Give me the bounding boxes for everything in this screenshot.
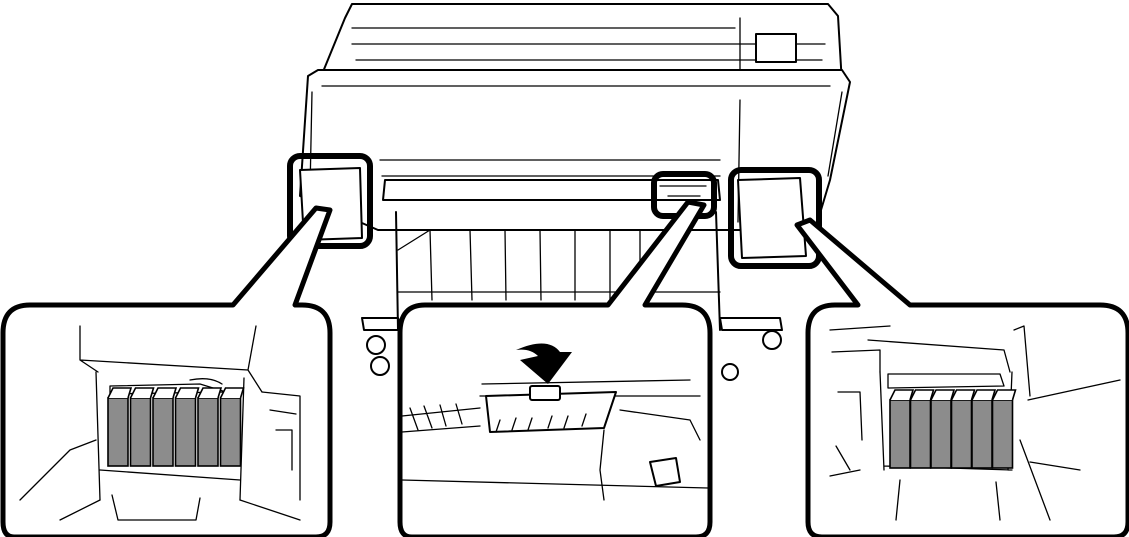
ink-cartridge <box>909 399 932 469</box>
ink-cartridge-top <box>107 387 133 399</box>
callout-right <box>794 217 1129 537</box>
latch-button <box>529 385 561 401</box>
ink-cartridge-top <box>950 389 976 401</box>
highlight-box-left <box>287 153 373 249</box>
ink-cartridge-top <box>889 389 915 401</box>
press-down-arrow <box>516 343 572 384</box>
ink-cartridge-top <box>991 389 1017 401</box>
ink-cartridge-top <box>930 389 956 401</box>
callout-left <box>0 205 333 537</box>
ink-cartridge <box>930 399 952 469</box>
ink-cartridge <box>219 397 242 467</box>
ink-cartridges-right <box>889 389 1017 469</box>
ink-cartridge <box>197 397 219 467</box>
control-panel-screen <box>755 33 797 63</box>
ink-cartridge-top <box>129 387 155 399</box>
ink-cartridge-top <box>152 387 178 399</box>
ink-cartridge <box>971 399 993 469</box>
ink-cartridge <box>129 397 152 467</box>
output-guide <box>382 179 721 201</box>
ink-cartridge-top <box>219 387 245 399</box>
ink-cartridge-top <box>197 387 223 399</box>
ink-cartridge <box>174 397 197 467</box>
callout-center <box>397 199 713 537</box>
callout-right-frame <box>794 217 1129 537</box>
ink-cartridge-top <box>909 389 935 401</box>
ink-cartridge-top <box>971 389 997 401</box>
callout-left-frame <box>0 205 333 537</box>
ink-cartridges-left <box>107 387 245 467</box>
right-ink-door <box>737 177 807 259</box>
printer-stand <box>361 211 783 381</box>
ink-cartridge <box>889 399 911 469</box>
ink-cartridge <box>107 397 129 467</box>
ink-cartridge-top <box>174 387 200 399</box>
left-bay-drawing <box>19 325 301 521</box>
ink-cartridge <box>950 399 973 469</box>
ink-cartridge <box>152 397 174 467</box>
highlight-box-right <box>728 167 822 269</box>
ink-cartridge <box>991 399 1014 469</box>
latch-drawing <box>401 379 709 501</box>
